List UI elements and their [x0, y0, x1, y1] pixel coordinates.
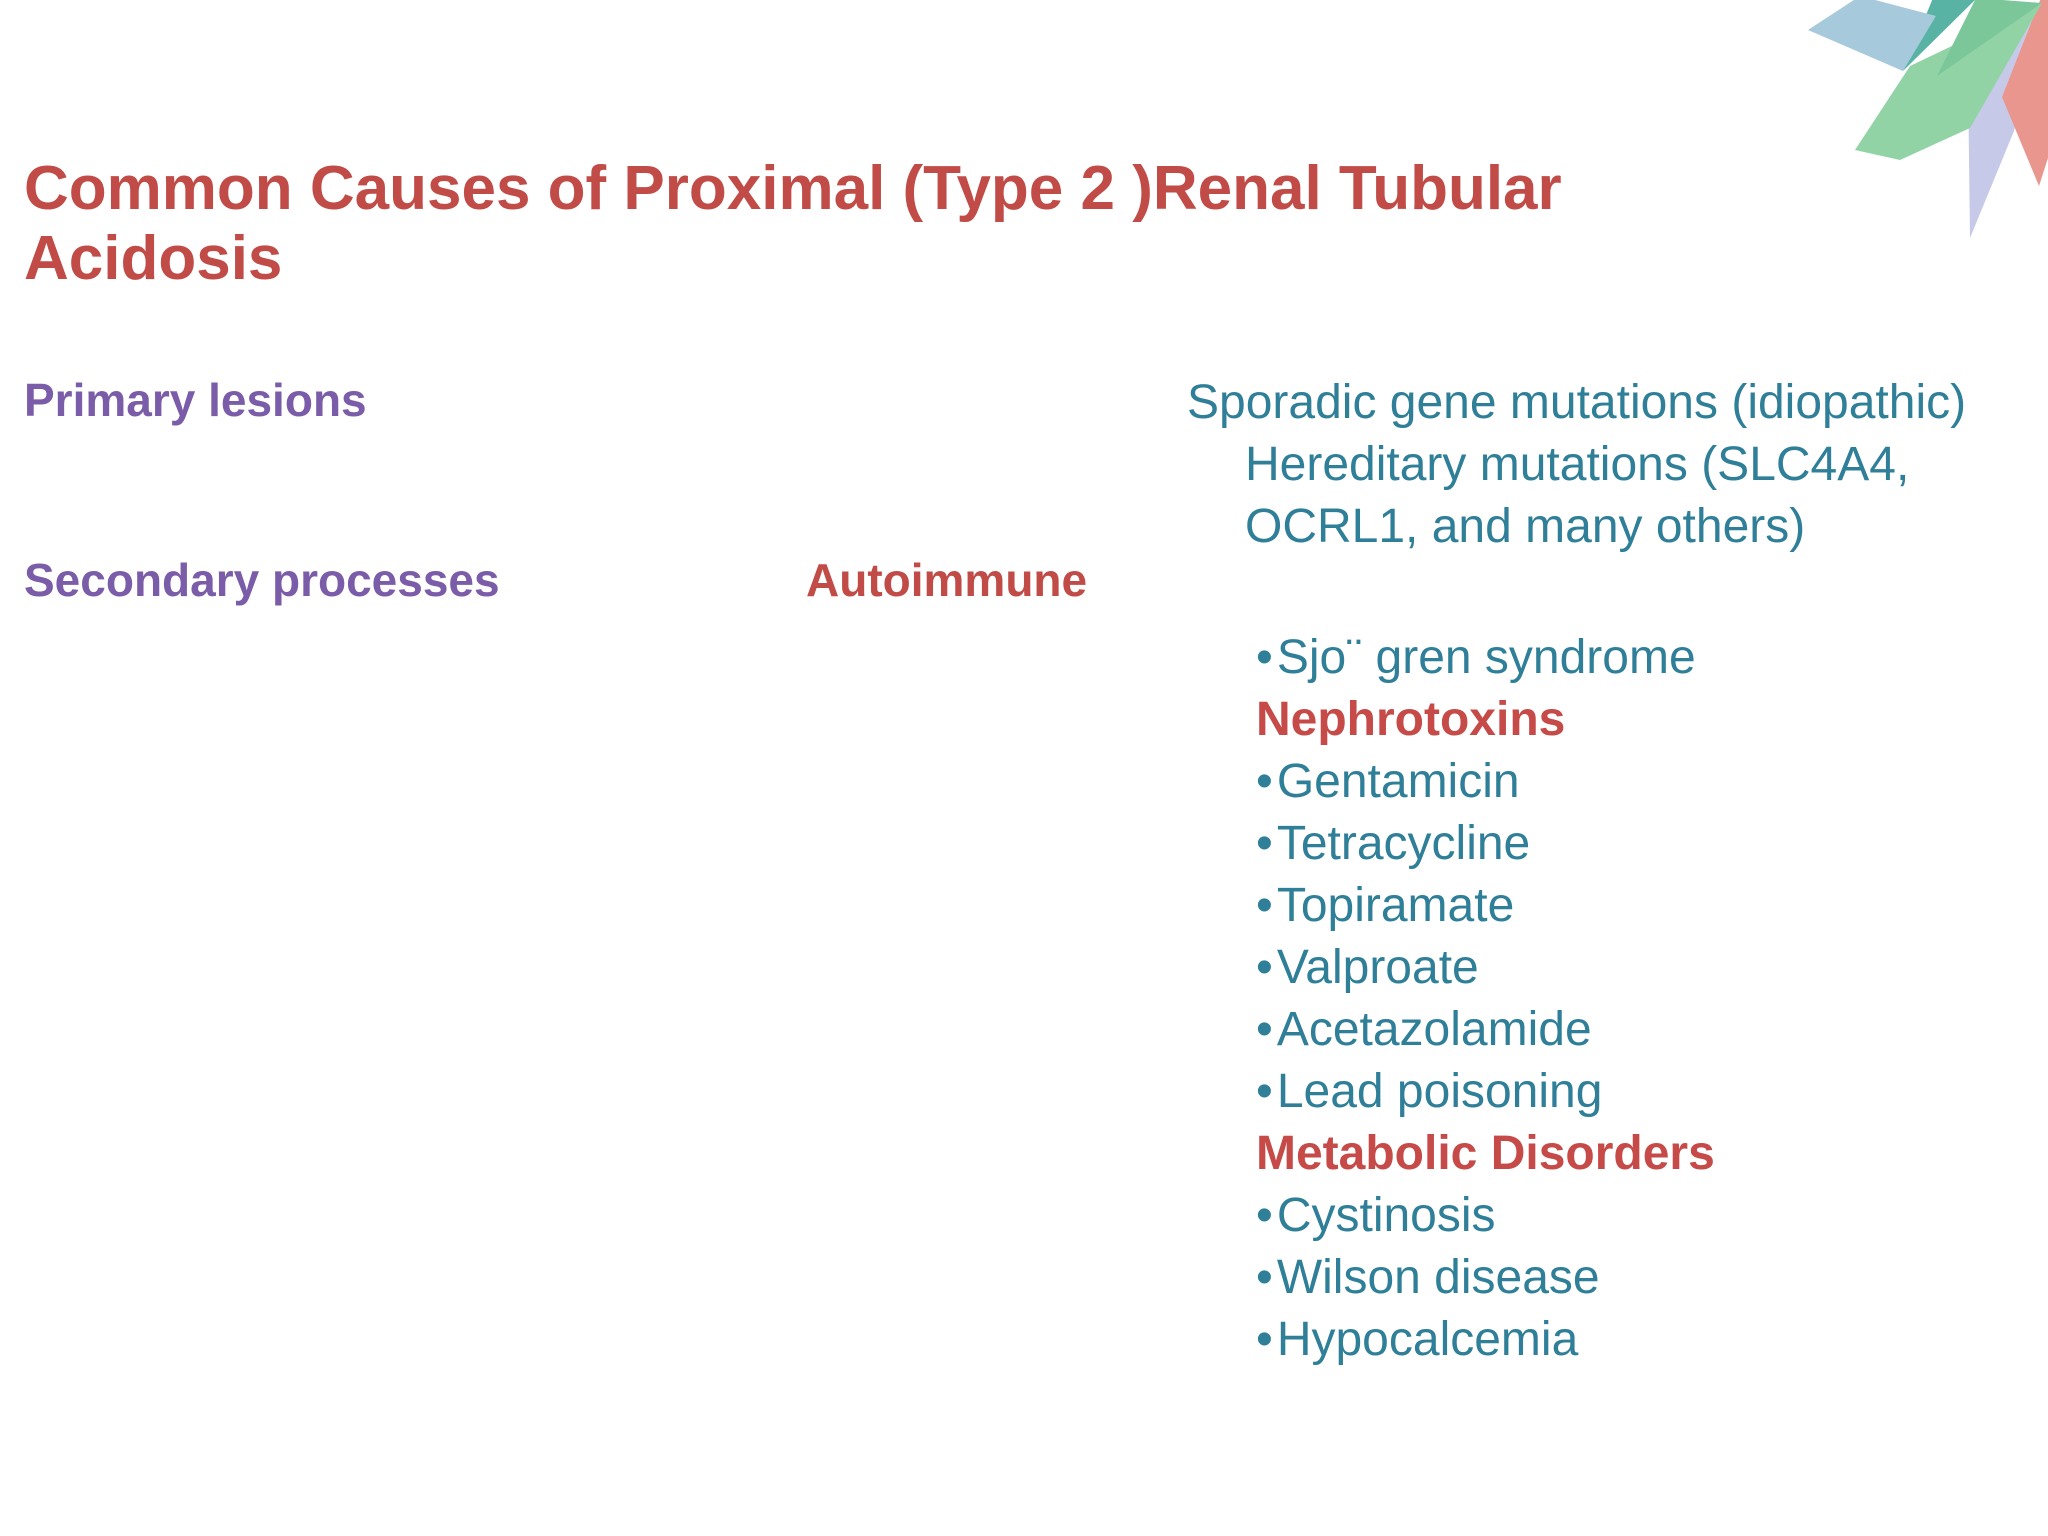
list-subheading: Metabolic Disorders: [1256, 1127, 1715, 1180]
detail-line: Hereditary mutations (SLC4A4,: [1245, 438, 1910, 491]
detail-line: Sporadic gene mutations (idiopathic): [1187, 376, 1967, 429]
list-item: Hypocalcemia: [1256, 1309, 1715, 1371]
list-item: Gentamicin: [1256, 751, 1715, 813]
primary-lesions-details: Sporadic gene mutations (idiopathic) Her…: [1187, 372, 1966, 558]
slide-title: Common Causes of Proximal (Type 2 )Renal…: [24, 154, 1562, 293]
heading-secondary-processes: Secondary processes: [24, 554, 500, 606]
star-pinwheel-graphic: [1808, 0, 2048, 238]
list-item: Lead poisoning: [1256, 1061, 1715, 1123]
list-item: Acetazolamide: [1256, 999, 1715, 1061]
secondary-processes-list: Sjo¨ gren syndrome Nephrotoxins Gentamic…: [1256, 627, 1715, 1371]
star-petal-green-dark: [1937, 0, 2042, 76]
list-item: Valproate: [1256, 937, 1715, 999]
star-petal-green-light: [1855, 3, 2042, 160]
list-item: Sjo¨ gren syndrome: [1256, 627, 1715, 689]
star-petal-salmon: [2002, 0, 2048, 186]
list-item: Tetracycline: [1256, 813, 1715, 875]
heading-primary-lesions: Primary lesions: [24, 374, 367, 426]
list-item: Topiramate: [1256, 875, 1715, 937]
list-item: Wilson disease: [1256, 1247, 1715, 1309]
detail-line: OCRL1, and many others): [1245, 500, 1806, 553]
heading-autoimmune: Autoimmune: [806, 554, 1088, 606]
list-subheading: Nephrotoxins: [1256, 693, 1566, 746]
list-item: Cystinosis: [1256, 1185, 1715, 1247]
star-petal-blue: [1808, 0, 1936, 71]
